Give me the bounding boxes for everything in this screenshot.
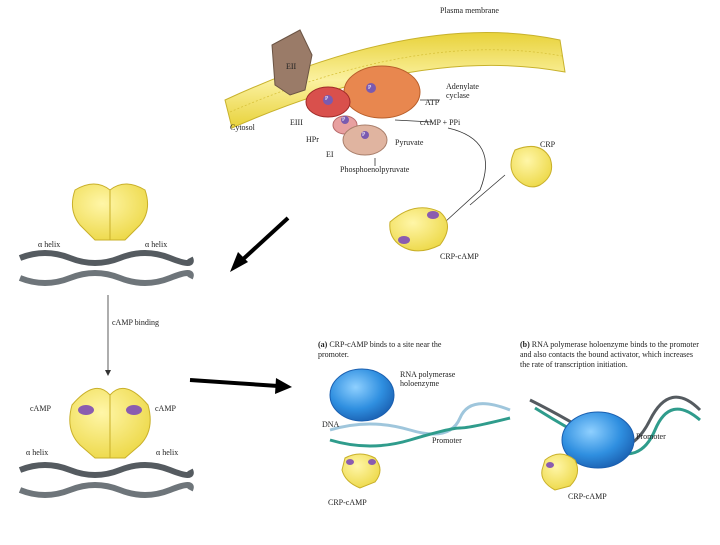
promoter-label-b: Promoter — [636, 432, 666, 441]
panel-a-letter: (a) — [318, 340, 327, 349]
crp-camp-on-dna-a — [342, 454, 380, 488]
camp-molecule — [126, 405, 142, 415]
atp-label: ATP — [425, 98, 439, 107]
promoter-label-a: Promoter — [432, 436, 462, 445]
camp-molecule — [78, 405, 94, 415]
plasma-membrane-label: Plasma membrane — [440, 6, 500, 15]
alpha-helix-label-right-top: α helix — [145, 240, 167, 249]
camp-label-left: cAMP — [30, 404, 51, 413]
panel-b-letter: (b) — [520, 340, 530, 349]
eii-label: EII — [286, 62, 296, 71]
eiii-label: EIII — [290, 118, 303, 127]
hpr-label: HPr — [306, 135, 319, 144]
transition-arrows — [190, 218, 292, 394]
rna-polymerase-label: RNA polymerase holoenzyme — [400, 370, 470, 388]
p-symbol: P — [362, 131, 365, 140]
pyruvate-label: Pyruvate — [395, 138, 423, 147]
camp-binding-label: cAMP binding — [112, 318, 162, 327]
alpha-helix-label-left-bottom: α helix — [26, 448, 48, 457]
ei-protein — [343, 125, 387, 155]
crp-camp-label-b: CRP-cAMP — [568, 492, 607, 501]
dna-label: DNA — [322, 420, 339, 429]
panel-a-caption: (a) CRP-cAMP binds to a site near the pr… — [318, 340, 468, 360]
adenylate-cyclase — [344, 66, 420, 118]
crp-dimer-bottom — [70, 388, 150, 458]
crp-label: CRP — [540, 140, 555, 149]
phosphoenolpyruvate-label: Phosphoenolpyruvate — [340, 165, 409, 174]
crp-camp-complex-top — [390, 208, 448, 251]
panel-b-caption: (b) RNA polymerase holoenzyme binds to t… — [520, 340, 700, 370]
rna-polymerase-a — [330, 369, 394, 421]
crp-camp-label-a: CRP-cAMP — [328, 498, 367, 507]
ei-label: EI — [326, 150, 334, 159]
p-symbol: P — [368, 84, 371, 93]
crp-camp-label-top: CRP-cAMP — [440, 252, 479, 261]
binding-arrowhead — [105, 370, 111, 376]
panel-a-caption-text: CRP-cAMP binds to a site near the promot… — [318, 340, 441, 359]
camp-label-right: cAMP — [155, 404, 176, 413]
alpha-helix-label-right-bottom: α helix — [156, 448, 178, 457]
adenylate-cyclase-label: Adenylate cyclase — [446, 82, 496, 100]
alpha-helix-label-left-top: α helix — [38, 240, 60, 249]
dna-helix-top — [20, 253, 191, 283]
dna-helix-bottom — [20, 465, 191, 495]
p-symbol: P — [342, 116, 345, 125]
panel-b-caption-text: RNA polymerase holoenzyme binds to the p… — [520, 340, 699, 369]
camp-ppi-label: cAMP + PPi — [420, 118, 460, 127]
cytosol-label: Cytosol — [230, 123, 255, 132]
crp-dimer-top — [72, 184, 147, 240]
crp-free — [511, 146, 552, 186]
p-symbol: P — [325, 95, 328, 104]
crp-camp-on-dna-b — [542, 454, 578, 490]
